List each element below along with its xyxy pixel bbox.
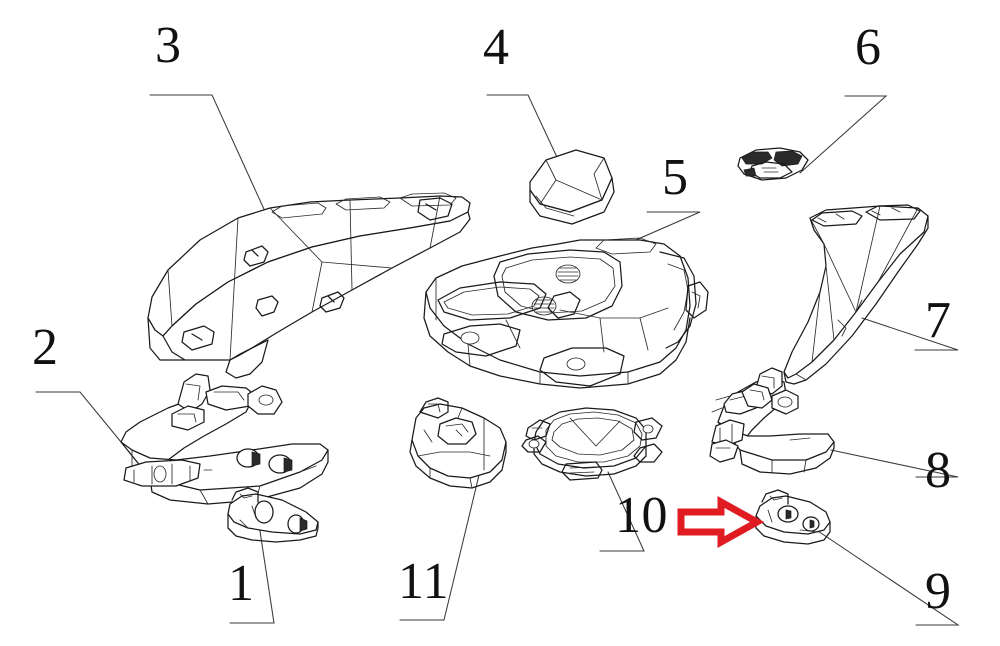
part-1-bracket-small-lower-left[interactable] [227,487,319,543]
callout-label-7: 7 [925,292,952,349]
callout-label-8: 8 [925,442,952,499]
part-8-panel-lower-right-assembly[interactable] [709,367,835,475]
callout-label-1: 1 [228,555,255,612]
part-9-bracket-small-lower-right[interactable] [755,489,831,545]
callout-label-2: 2 [32,319,59,376]
leader-7 [861,317,959,351]
callout-label-6: 6 [855,19,882,76]
part-11-duct-piece[interactable] [409,397,507,489]
part-10-bezel-frame[interactable] [521,407,663,481]
callout-label-10: 10 [615,487,668,544]
leader-11 [399,441,488,621]
leader-4 [486,94,563,169]
callout-label-5: 5 [662,149,689,206]
leader-lines [35,94,960,626]
part-6-clip-small-upper-right[interactable] [737,147,809,181]
part-5-center-housing[interactable] [423,237,709,389]
leader-9 [811,526,960,626]
part-3-upper-side-cover-large[interactable] [147,192,471,379]
leader-8 [830,449,959,478]
leader-10 [599,471,645,552]
leader-2 [35,391,122,443]
leader-3 [149,94,269,219]
part-7-side-fin-right[interactable] [783,204,929,385]
leader-1 [229,504,275,624]
red-arrow-pointing-to-part-9 [677,496,765,548]
part-4-cap-hexagonal[interactable] [529,149,615,225]
callout-label-11: 11 [398,553,450,610]
part-2-panel-lower-left-assembly[interactable] [120,373,329,505]
callout-label-3: 3 [155,17,182,74]
leader-5 [628,211,701,244]
leader-6 [799,95,888,174]
callout-label-9: 9 [925,563,952,620]
callout-label-4: 4 [483,19,510,76]
